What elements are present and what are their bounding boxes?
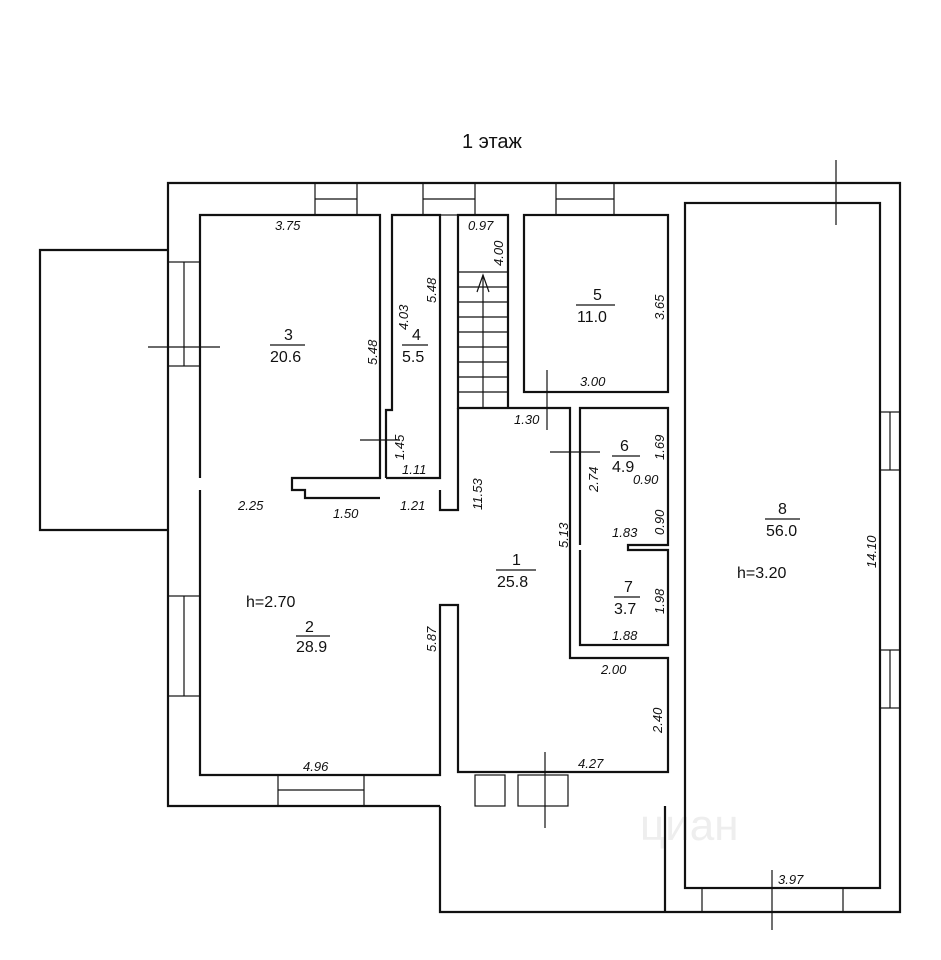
rooms-5-area-label: 4.9 bbox=[612, 459, 634, 476]
rooms-7-height-label: h=3.20 bbox=[737, 565, 786, 582]
dimensions-r2_right-label: 5.87 bbox=[424, 626, 439, 652]
dimensions-hall_left-label: 11.53 bbox=[470, 478, 485, 510]
dimensions-r1_step-label: 2.00 bbox=[600, 662, 627, 677]
dimensions-r8_bottom-label: 3.97 bbox=[778, 872, 804, 887]
rooms-4-number-label: 5 bbox=[593, 287, 602, 304]
dimensions-r3_right-label: 5.48 bbox=[365, 339, 380, 365]
dimensions-r4_wall-label: 1.21 bbox=[400, 498, 425, 513]
floor-title: 1 этаж bbox=[462, 131, 523, 153]
rooms-7-area-label: 56.0 bbox=[766, 523, 797, 540]
dimensions-r7_right-label: 1.98 bbox=[652, 588, 667, 614]
dimensions-r3_top-label: 3.75 bbox=[275, 218, 301, 233]
dimensions-hall_top-label: 1.30 bbox=[514, 412, 540, 427]
rooms-0-area-label: 25.8 bbox=[497, 574, 528, 591]
dimensions-r6_right-label: 1.69 bbox=[652, 435, 667, 460]
dimensions-r5_right-label: 3.65 bbox=[652, 294, 667, 320]
rooms-0-number-label: 1 bbox=[512, 552, 521, 569]
rooms-3-area-label: 5.5 bbox=[402, 349, 424, 366]
dimensions-hall_mid-label: 5.13 bbox=[556, 522, 571, 548]
dimensions-r1_bottom-label: 4.27 bbox=[578, 756, 604, 771]
dimensions-stair_w-label: 0.97 bbox=[468, 218, 494, 233]
rooms-6-number-label: 7 bbox=[624, 579, 633, 596]
dimensions-r67_wall-label: 0.90 bbox=[652, 509, 667, 535]
walls bbox=[38, 160, 902, 930]
rooms-5-number-label: 6 bbox=[620, 438, 629, 455]
dimensions-r2_bottom-label: 4.96 bbox=[303, 759, 329, 774]
dimensions-r8_right-label: 14.10 bbox=[864, 535, 879, 568]
dimensions-r7_bottom-label: 1.88 bbox=[612, 628, 638, 643]
dimensions-r7_top-label: 1.83 bbox=[612, 525, 638, 540]
dimensions-r4_right-label: 5.48 bbox=[424, 277, 439, 303]
rooms-1-height-label: h=2.70 bbox=[246, 594, 295, 611]
rooms-7-number-label: 8 bbox=[778, 501, 787, 518]
dimensions-r4_door-label: 1.45 bbox=[392, 434, 407, 460]
rooms-3-number-label: 4 bbox=[412, 327, 421, 344]
rooms-4-area-label: 11.0 bbox=[577, 309, 607, 326]
dimensions-r3_bottom-label: 2.25 bbox=[237, 498, 264, 513]
room-labels: 320.6 45.5 511.0 64.9 73.7 125.8 h=2.70 … bbox=[246, 287, 800, 656]
dimensions-r6_bottom-label: 0.90 bbox=[633, 472, 659, 487]
rooms-6-area-label: 3.7 bbox=[614, 601, 636, 618]
dimensions-r3_stub-label: 1.50 bbox=[333, 506, 359, 521]
dimensions-r4_bottom-label: 1.11 bbox=[402, 462, 426, 477]
dimensions-r1_right-label: 2.40 bbox=[650, 707, 665, 734]
dimensions-r5_bottom-label: 3.00 bbox=[580, 374, 606, 389]
dimensions-stair_l-label: 4.00 bbox=[491, 240, 506, 266]
dimensions-r6_left-label: 2.74 bbox=[586, 467, 601, 493]
rooms-2-area-label: 20.6 bbox=[270, 349, 301, 366]
rooms-1-number-label: 2 bbox=[305, 619, 314, 636]
dimensions-r4_left-label: 4.03 bbox=[396, 304, 411, 330]
watermark: циан bbox=[640, 801, 739, 850]
grid-markers bbox=[148, 160, 855, 930]
staircase bbox=[458, 271, 508, 408]
dimension-labels: 3.75 5.48 2.25 1.50 4.03 5.48 1.45 1.11 … bbox=[237, 218, 879, 887]
rooms-2-number-label: 3 bbox=[284, 327, 293, 344]
rooms-1-area-label: 28.9 bbox=[296, 639, 327, 656]
windows bbox=[167, 182, 901, 912]
